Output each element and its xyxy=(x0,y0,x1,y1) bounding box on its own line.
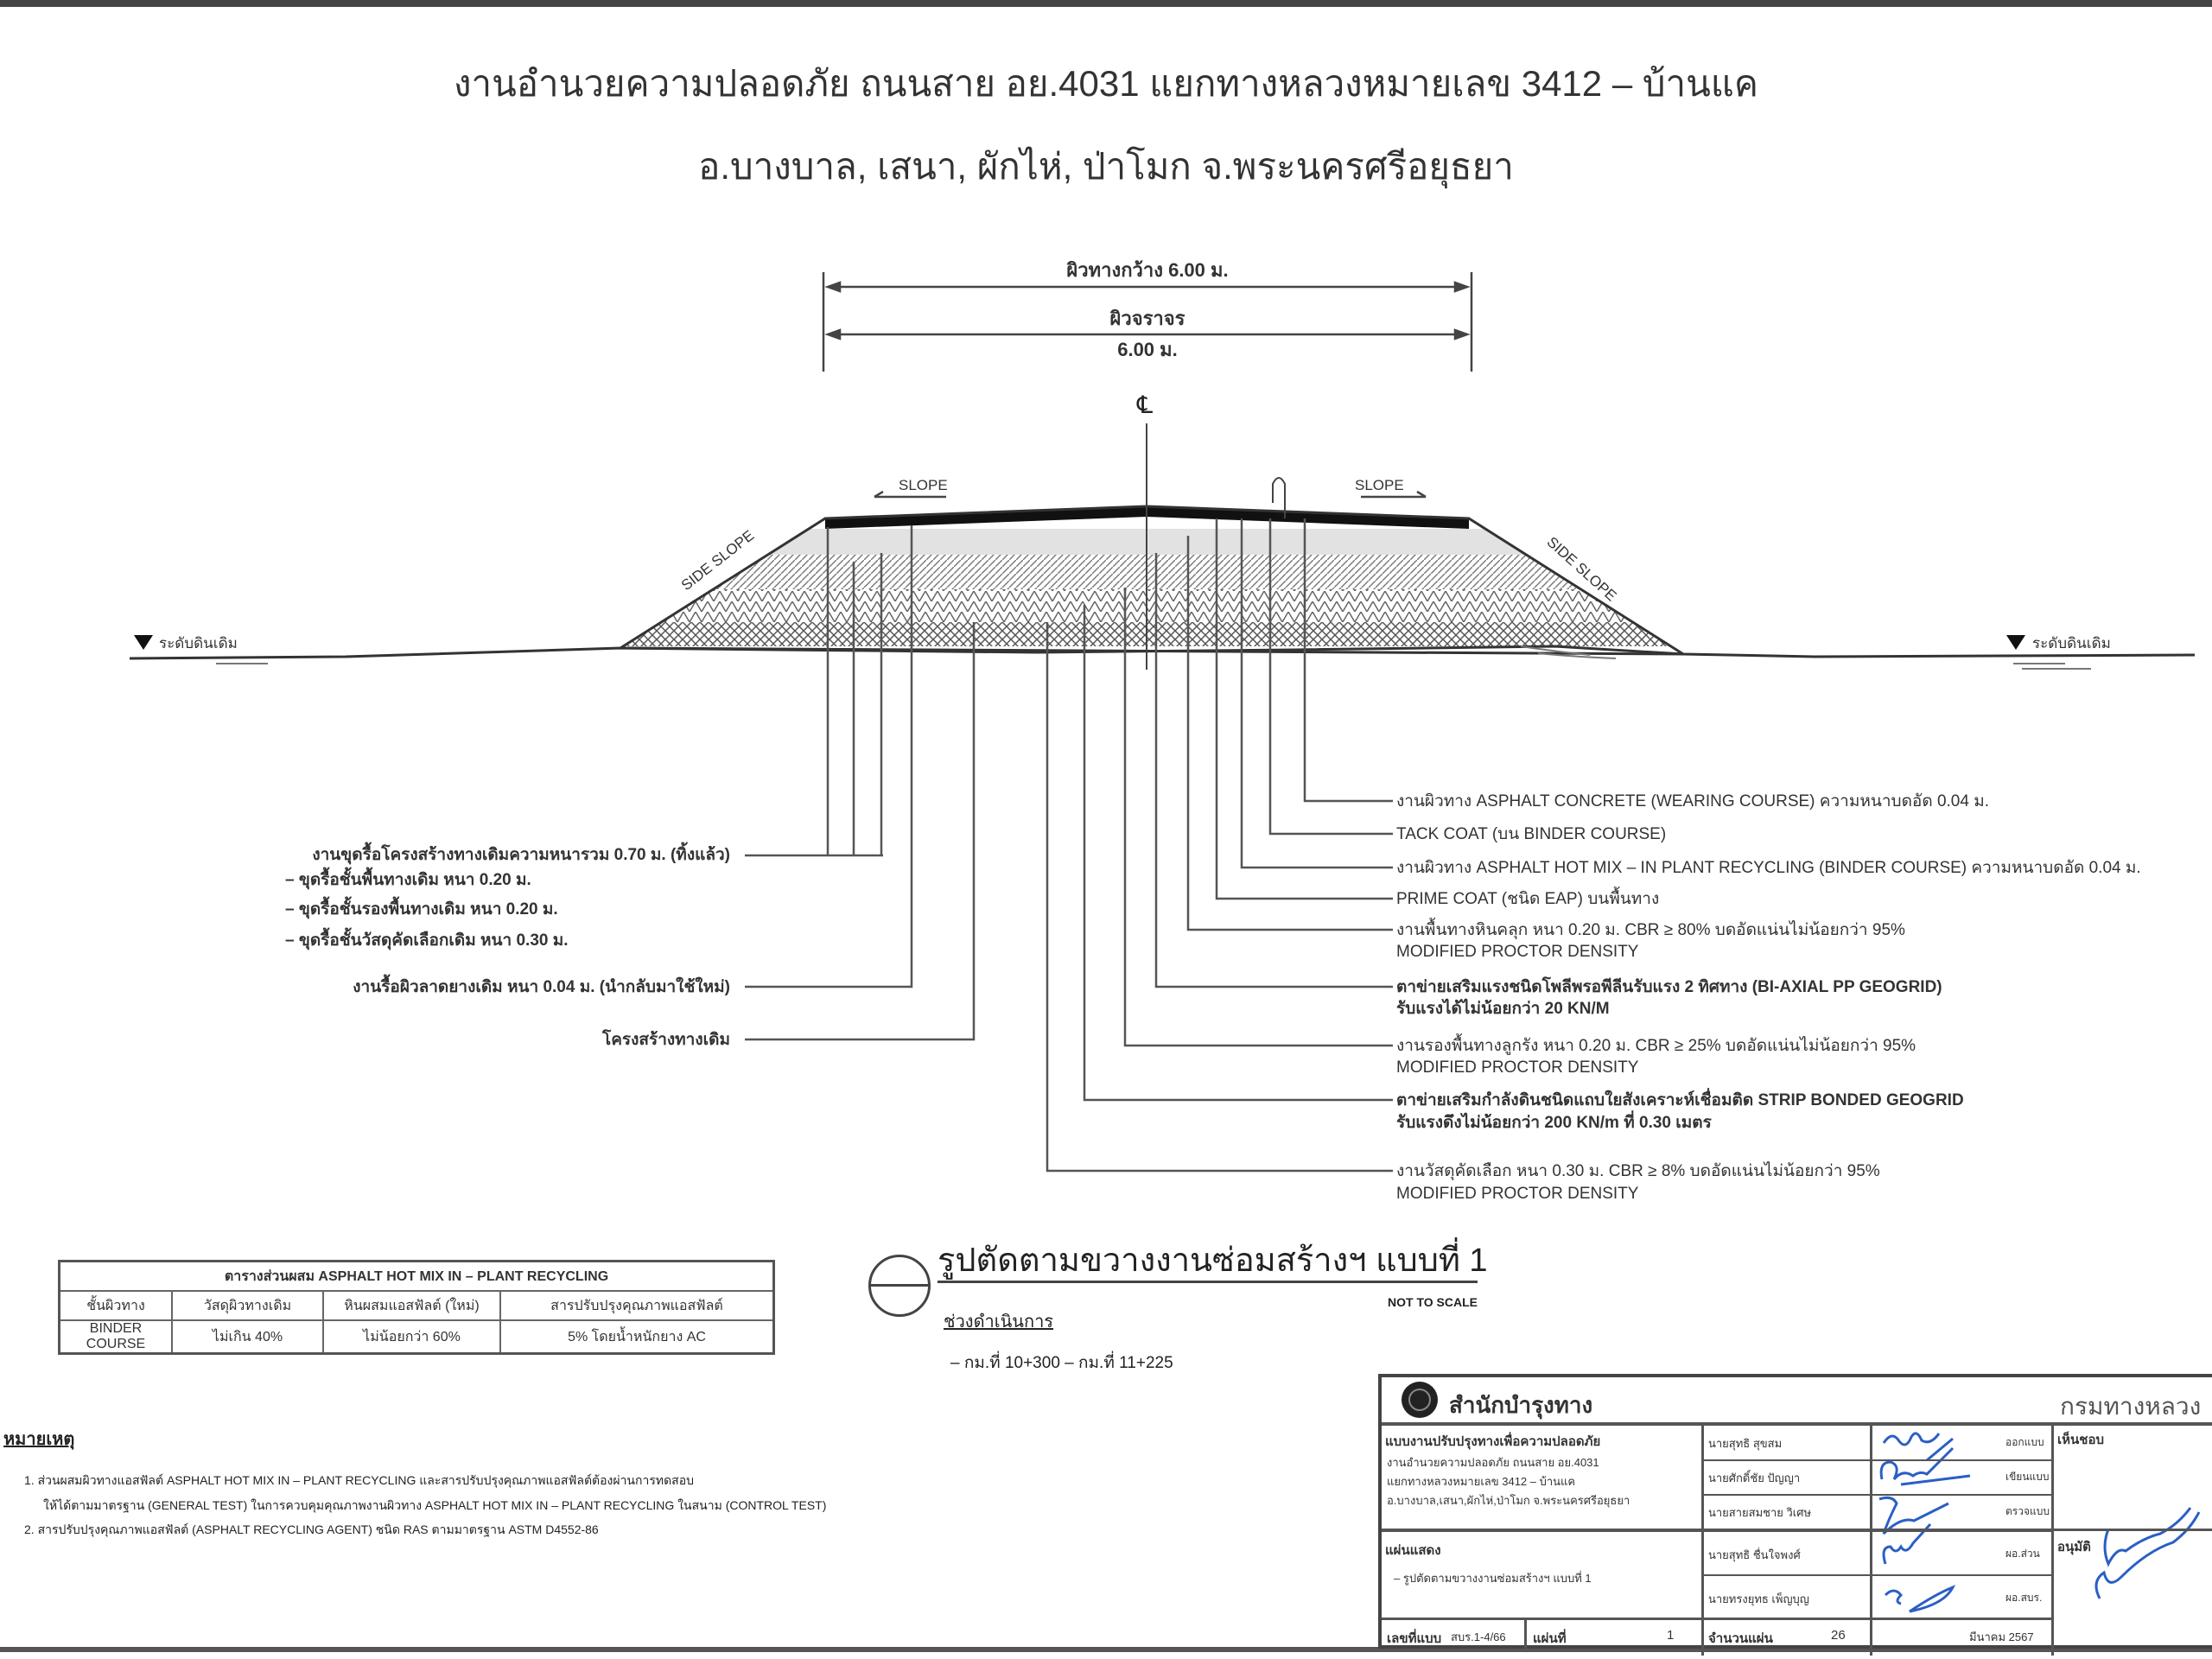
notes-heading: หมายเหตุ xyxy=(3,1430,75,1449)
plan-desc: อ.บางบาล,เสนา,ผักไห่,ป่าโมก จ.พระนครศรีอ… xyxy=(1387,1494,1630,1507)
department-name: กรมทางหลวง xyxy=(2060,1393,2202,1420)
office-name: สำนักบำรุงทาง xyxy=(1449,1392,1593,1418)
mix-table-header: ชั้นผิวทาง xyxy=(58,1290,173,1321)
staff-role: เขียนแบบ xyxy=(2005,1471,2050,1483)
left-leader-lines xyxy=(745,525,976,1041)
mix-table-header: วัสดุผิวทางเดิม xyxy=(171,1290,324,1321)
signatures xyxy=(1878,1432,2201,1613)
sheet-heading: แผ่นแสดง xyxy=(1385,1543,1441,1558)
staff-role: ผอ.ส่วน xyxy=(2005,1548,2040,1560)
sheet-item: – รูปตัดตามขวางงานซ่อมสร้างฯ แบบที่ 1 xyxy=(1394,1572,1592,1585)
right-leader-lines xyxy=(1046,518,1393,1173)
existing-structure-label: โครงสร้างทางเดิม xyxy=(602,1031,730,1049)
mix-table-title: ตารางส่วนผสม ASPHALT HOT MIX IN – PLANT … xyxy=(58,1260,775,1292)
ground-level-marker-right xyxy=(2006,635,2025,650)
excavation-item: – ขุดรื้อชั้นพื้นทางเดิม หนา 0.20 ม. xyxy=(285,871,531,889)
staff-name: นายทรงยุทธ เพ็ญบุญ xyxy=(1708,1592,1809,1605)
sheet-no: 1 xyxy=(1667,1628,1675,1643)
layer-label-tack-coat: TACK COAT (บน BINDER COURSE) xyxy=(1396,825,1667,843)
ground-level-label-left: ระดับดินเดิม xyxy=(159,635,238,652)
note-item: 1. ส่วนผสมผิวทางแอสฟัลต์ ASPHALT HOT MIX… xyxy=(24,1473,695,1487)
authorize-label: อนุมัติ xyxy=(2057,1540,2091,1554)
mix-table-cell: BINDER COURSE xyxy=(58,1319,173,1355)
centerline-symbol: ℄ xyxy=(1137,391,1153,418)
staff-role: ออกแบบ xyxy=(2005,1436,2044,1448)
layer-label-base-note: MODIFIED PROCTOR DENSITY xyxy=(1396,943,1639,961)
approve-label: เห็นชอบ xyxy=(2057,1433,2104,1447)
layer-label-biaxial-geogrid-note: รับแรงได้ไม่น้อยกว่า 20 KN/M xyxy=(1396,1000,1610,1018)
layer-label-subbase-note: MODIFIED PROCTOR DENSITY xyxy=(1396,1058,1639,1077)
layer-label-strip-geogrid-note: รับแรงดึงไม่น้อยกว่า 200 KN/m ที่ 0.30 เ… xyxy=(1396,1114,1712,1132)
drawing-title: งานอำนวยความปลอดภัย ถนนสาย อย.4031 แยกทา… xyxy=(454,63,1758,104)
drawing-no-label: เลขที่แบบ xyxy=(1387,1631,1442,1646)
excavation-item: – ขุดรื้อชั้นรองพื้นทางเดิม หนา 0.20 ม. xyxy=(285,900,558,918)
section-title: รูปตัดตามขวางงานซ่อมสร้างฯ แบบที่ 1 xyxy=(938,1244,1488,1283)
sheet-no-label: แผ่นที่ xyxy=(1533,1631,1567,1646)
excavation-item: – ขุดรื้อชั้นวัสดุคัดเลือกเดิม หนา 0.30 … xyxy=(285,931,569,950)
plan-desc: งานอำนวยความปลอดภัย ถนนสาย อย.4031 xyxy=(1387,1456,1599,1469)
range-value: – กม.ที่ 10+300 – กม.ที่ 11+225 xyxy=(950,1354,1173,1372)
total-sheets: 26 xyxy=(1831,1628,1846,1643)
mix-table-cell: ไม่น้อยกว่า 60% xyxy=(322,1319,501,1355)
mix-table: ตารางส่วนผสม ASPHALT HOT MIX IN – PLANT … xyxy=(58,1260,775,1355)
section-symbol-icon xyxy=(868,1255,931,1317)
note-item: 2. สารปรับปรุงคุณภาพแอสฟัลต์ (ASPHALT RE… xyxy=(24,1522,599,1536)
slope-label-left: SLOPE xyxy=(899,477,948,493)
total-sheets-label: จำนวนแผ่น xyxy=(1708,1631,1773,1646)
layer-label-subbase: งานรองพื้นทางลูกรัง หนา 0.20 ม. CBR ≥ 25… xyxy=(1396,1037,1916,1055)
slope-label-right: SLOPE xyxy=(1355,477,1404,493)
date: มีนาคม 2567 xyxy=(1969,1630,2034,1643)
mix-table-cell: 5% โดยน้ำหนักยาง AC xyxy=(499,1319,775,1355)
ground-level-marker-left xyxy=(134,635,153,650)
title-block: สำนักบำรุงทาง กรมทางหลวง แบบงานปรับปรุงท… xyxy=(1378,1374,2212,1656)
layer-label-selected-material: งานวัสดุคัดเลือก หนา 0.30 ม. CBR ≥ 8% บด… xyxy=(1396,1162,1880,1180)
milling-label: งานรื้อผิวลาดยางเดิม หนา 0.04 ม. (นำกลับ… xyxy=(353,978,730,996)
traffic-lane-label: ผิวจราจร xyxy=(1109,308,1185,329)
note-item: ให้ได้ตามมาตรฐาน (GENERAL TEST) ในการควบ… xyxy=(43,1498,827,1512)
department-logo-icon xyxy=(1402,1382,1438,1418)
staff-name: นายสุทธิ ชื่นใจพงศ์ xyxy=(1708,1548,1801,1561)
dimension-lines xyxy=(822,272,1473,372)
scale-note: NOT TO SCALE xyxy=(1388,1295,1478,1309)
drawing-no: สบร.1-4/66 xyxy=(1451,1630,1506,1643)
staff-name: นายสายสมชาย วิเศษ xyxy=(1708,1506,1812,1519)
mix-table-cell: ไม่เกิน 40% xyxy=(171,1319,324,1355)
staff-role: ตรวจแบบ xyxy=(2005,1505,2050,1517)
mix-table-header: สารปรับปรุงคุณภาพแอสฟัลต์ xyxy=(499,1290,775,1321)
ground-level-label-right: ระดับดินเดิม xyxy=(2032,635,2111,652)
mix-table-header: หินผสมแอสฟัลต์ (ใหม่) xyxy=(322,1290,501,1321)
layer-label-strip-geogrid: ตาข่ายเสริมกำลังดินชนิดแถบใยสังเคราะห์เช… xyxy=(1396,1091,1964,1109)
layer-label-binder-course: งานผิวทาง ASPHALT HOT MIX – IN PLANT REC… xyxy=(1396,859,2141,877)
range-label: ช่วงดำเนินการ xyxy=(944,1313,1054,1332)
traffic-lane-width: 6.00 ม. xyxy=(1117,339,1178,360)
sheet-border-top xyxy=(0,0,2212,7)
layer-label-biaxial-geogrid: ตาข่ายเสริมแรงชนิดโพลีพรอพีลีนรับแรง 2 ท… xyxy=(1396,978,1942,996)
staff-role: ผอ.สบร. xyxy=(2005,1592,2043,1604)
shoulder-width-label: ผิวทางกว้าง 6.00 ม. xyxy=(1066,259,1229,281)
sheet-border-bottom xyxy=(0,1647,2212,1652)
layer-label-prime-coat: PRIME COAT (ชนิด EAP) บนพื้นทาง xyxy=(1396,890,1660,908)
ground-line xyxy=(129,645,2196,660)
plan-heading: แบบงานปรับปรุงทางเพื่อความปลอดภัย xyxy=(1385,1434,1601,1449)
staff-name: นายศักดิ์ชัย ปัญญา xyxy=(1708,1471,1801,1484)
excavation-label: งานขุดรื้อโครงสร้างทางเดิมความหนารวม 0.7… xyxy=(312,846,730,864)
layer-label-base: งานพื้นทางหินคลุก หนา 0.20 ม. CBR ≥ 80% … xyxy=(1396,921,1905,939)
layer-label-wearing-course: งานผิวทาง ASPHALT CONCRETE (WEARING COUR… xyxy=(1396,792,1990,810)
plan-desc: แยกทางหลวงหมายเลข 3412 – บ้านแค xyxy=(1387,1475,1576,1488)
staff-name: นายสุทธิ สุขสม xyxy=(1708,1437,1783,1450)
layer-label-selected-material-note: MODIFIED PROCTOR DENSITY xyxy=(1396,1185,1639,1203)
drawing-subtitle: อ.บางบาล, เสนา, ผักไห่, ป่าโมก จ.พระนครศ… xyxy=(698,146,1514,187)
